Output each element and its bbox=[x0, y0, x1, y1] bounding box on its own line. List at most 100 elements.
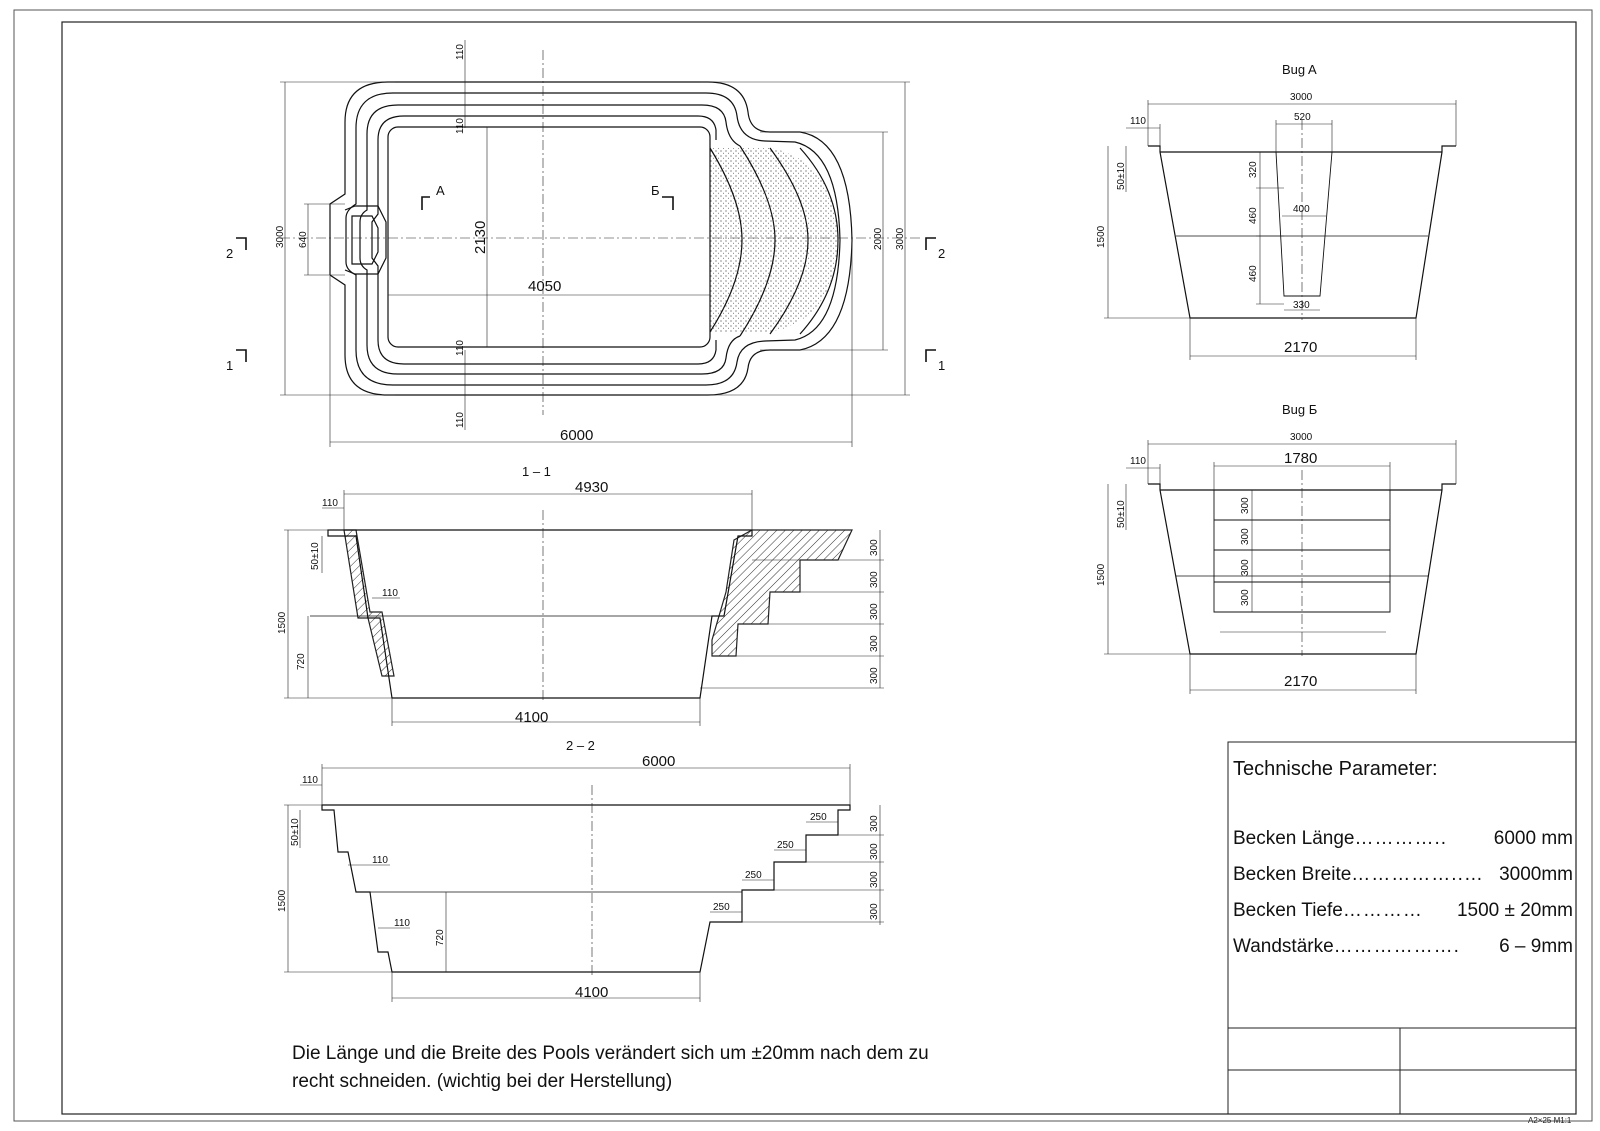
dim-plan-2130: 2130 bbox=[472, 221, 489, 254]
section-b-dimensions bbox=[1104, 440, 1457, 694]
marker-b-label: Б bbox=[651, 183, 660, 198]
dim-plan-640: 640 bbox=[298, 231, 309, 248]
plan-ring-2 bbox=[345, 92, 841, 386]
dim-b-2170: 2170 bbox=[1284, 673, 1317, 690]
param-value: 3000mm bbox=[1499, 864, 1573, 885]
plan-steps-fill bbox=[710, 148, 838, 332]
sheet-scale: A2×25 M1:1 bbox=[1528, 1116, 1572, 1125]
param-dots: ……………..… bbox=[1351, 864, 1484, 885]
dim-plan-2000: 2000 bbox=[873, 227, 884, 250]
section11-right-steps-hatch bbox=[711, 529, 853, 657]
marker-1-left: 1 bbox=[226, 358, 233, 373]
plan-step-2 bbox=[739, 145, 776, 337]
dim-b-1780: 1780 bbox=[1284, 450, 1317, 467]
param-dots: ………… bbox=[1342, 900, 1423, 921]
dim-b-300-a: 300 bbox=[1240, 497, 1251, 514]
note-line-2: recht schneiden. (wichtig bei der Herste… bbox=[292, 1071, 673, 1092]
marker-a-label: A bbox=[436, 183, 445, 198]
dim-plan-3000-right: 3000 bbox=[895, 227, 906, 250]
dim-a-330: 330 bbox=[1293, 300, 1310, 311]
dim-s11-300-e: 300 bbox=[869, 667, 880, 684]
param-row-depth: Becken Tiefe ………… 1500 ± 20mm bbox=[1233, 893, 1573, 929]
dim-b-110: 110 bbox=[1130, 456, 1146, 467]
param-value: 6 – 9mm bbox=[1499, 936, 1573, 957]
marker-2-right: 2 bbox=[938, 246, 945, 261]
params-title: Technische Parameter: bbox=[1233, 758, 1438, 780]
dim-s22-250-c: 250 bbox=[745, 870, 762, 881]
plan-basin bbox=[387, 126, 711, 348]
dim-s11-300-c: 300 bbox=[869, 603, 880, 620]
outer-border bbox=[13, 9, 1593, 1122]
plan-ring-3 bbox=[398, 104, 741, 147]
dim-a-50: 50±10 bbox=[1116, 162, 1127, 190]
section-1-1-dimensions bbox=[284, 490, 884, 726]
dim-b-300-d: 300 bbox=[1240, 589, 1251, 606]
technical-parameters: Technische Parameter: Becken Länge ………….… bbox=[1233, 758, 1573, 965]
param-dots: ………….. bbox=[1354, 828, 1448, 849]
section-1-1-labels: 1 – 1 4930 110 50±10 110 1500 720 300 30… bbox=[277, 464, 880, 726]
dim-s11-4100: 4100 bbox=[515, 709, 548, 726]
marker-2-left: 2 bbox=[226, 246, 233, 261]
dim-s22-4100: 4100 bbox=[575, 984, 608, 1001]
title-block bbox=[1227, 741, 1577, 1115]
dim-a-2170: 2170 bbox=[1284, 339, 1317, 356]
param-row-width: Becken Breite ……………..… 3000mm bbox=[1233, 857, 1573, 893]
dim-a-1500: 1500 bbox=[1096, 225, 1107, 248]
plan-dimensions bbox=[280, 40, 920, 447]
dim-s22-6000: 6000 bbox=[642, 753, 675, 770]
section22-shell bbox=[321, 804, 851, 973]
param-value: 1500 ± 20mm bbox=[1456, 900, 1573, 921]
dim-b-300-b: 300 bbox=[1240, 528, 1251, 545]
inner-frame bbox=[61, 21, 1577, 1115]
plan-step-1 bbox=[709, 147, 743, 333]
param-dots: ………………. bbox=[1333, 936, 1460, 957]
plan-ring-4 bbox=[404, 115, 717, 140]
section-2-2 bbox=[321, 804, 851, 973]
plan-view bbox=[329, 81, 853, 396]
dim-b-300-c: 300 bbox=[1240, 559, 1251, 576]
section-1-1 bbox=[310, 529, 853, 699]
marker-1-right: 1 bbox=[938, 358, 945, 373]
tolerance-note: Die Länge und die Breite des Pools verän… bbox=[292, 1040, 1012, 1096]
dim-b-50: 50±10 bbox=[1116, 500, 1127, 528]
dim-plan-6000: 6000 bbox=[560, 427, 593, 444]
dim-plan-110-low: 110 bbox=[455, 340, 466, 356]
dim-s11-50: 50±10 bbox=[310, 542, 321, 570]
section-a-dimensions bbox=[1104, 100, 1457, 360]
plan-section-markers bbox=[236, 196, 936, 362]
dim-s22-110-top: 110 bbox=[302, 775, 318, 786]
dim-s22-50: 50±10 bbox=[290, 818, 301, 846]
plan-labels: 110 110 110 110 3000 640 2130 4050 2000 … bbox=[226, 44, 945, 444]
sectionB-steps bbox=[1213, 490, 1391, 613]
dim-plan-4050: 4050 bbox=[528, 278, 561, 295]
dim-s22-300-a: 300 bbox=[869, 815, 880, 832]
dim-s22-300-d: 300 bbox=[869, 903, 880, 920]
param-label: Becken Tiefe bbox=[1233, 900, 1343, 921]
dim-s11-720: 720 bbox=[296, 653, 307, 670]
dim-plan-110-mid: 110 bbox=[455, 118, 466, 134]
dim-s22-250-b: 250 bbox=[777, 840, 794, 851]
dim-a-460-a: 460 bbox=[1248, 207, 1259, 224]
dim-a-320: 320 bbox=[1248, 161, 1259, 178]
dim-s22-300-b: 300 bbox=[869, 843, 880, 860]
dim-b-3000: 3000 bbox=[1290, 432, 1313, 443]
section-b-title: Bug Б bbox=[1282, 402, 1317, 417]
param-row-length: Becken Länge ………….. 6000 mm bbox=[1233, 821, 1573, 857]
dim-a-110: 110 bbox=[1130, 116, 1146, 127]
section-11-title: 1 – 1 bbox=[522, 464, 551, 479]
dim-a-3000: 3000 bbox=[1290, 92, 1313, 103]
param-label: Becken Länge bbox=[1233, 828, 1355, 849]
param-label: Becken Breite bbox=[1233, 864, 1352, 885]
sectionA-shell bbox=[1148, 145, 1456, 319]
section-b-labels: Bug Б 3000 1780 110 50±10 300 300 300 30… bbox=[1096, 402, 1317, 690]
dim-s22-110-mid: 110 bbox=[372, 855, 388, 866]
section-2-2-dimensions bbox=[284, 764, 884, 1002]
dim-a-400: 400 bbox=[1293, 204, 1310, 215]
param-value: 6000 mm bbox=[1493, 828, 1573, 849]
section11-left-wall-hatch bbox=[343, 529, 395, 677]
dim-s11-1500: 1500 bbox=[277, 611, 288, 634]
sectionB-shell bbox=[1148, 483, 1456, 655]
dim-s22-250-a: 250 bbox=[810, 812, 827, 823]
plan-step-4 bbox=[799, 147, 839, 335]
